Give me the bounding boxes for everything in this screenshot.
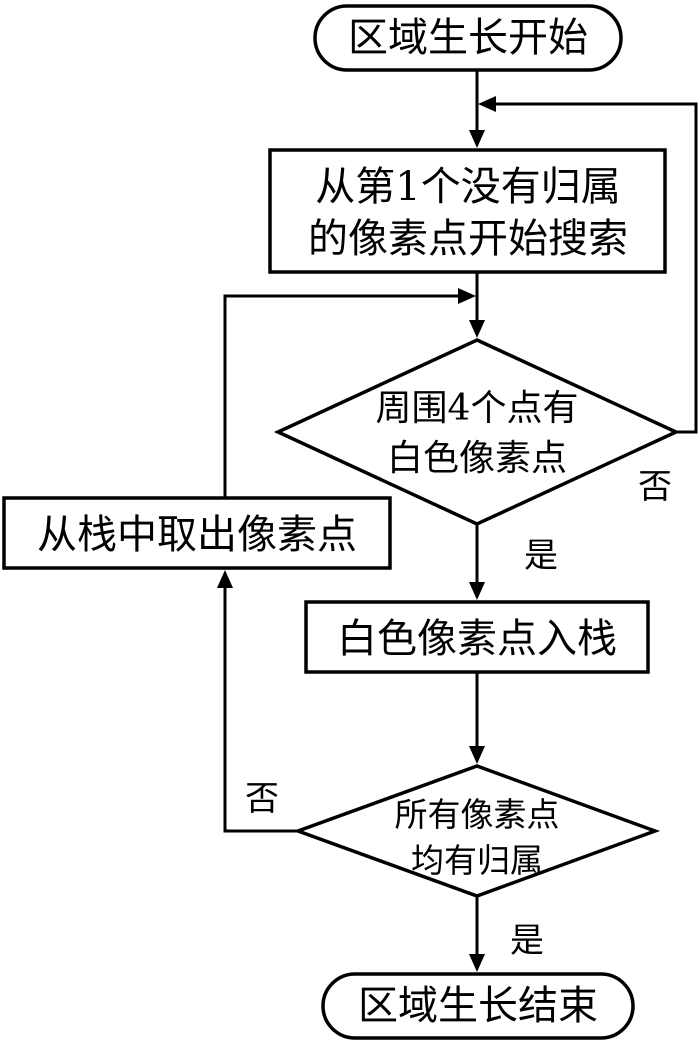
search-process-box: [268, 148, 667, 274]
arrowhead: [217, 570, 233, 588]
pop-process-box: [2, 496, 392, 570]
edge-pop-to-check4: [223, 294, 462, 498]
arrowhead: [458, 288, 476, 304]
search-label-line2: 的像素点开始搜索: [308, 216, 628, 262]
push-label: 白色像素点入栈: [337, 616, 617, 662]
end-terminator: [321, 972, 635, 1040]
arrowhead: [469, 954, 485, 972]
all-no-label: 否: [245, 779, 279, 819]
check4-yes-label: 是: [524, 536, 558, 576]
arrowhead: [469, 582, 485, 600]
check4-label-line2: 白色像素点: [387, 438, 567, 479]
all-label-line1: 所有像素点: [395, 795, 560, 834]
all-yes-label: 是: [510, 921, 544, 961]
arrowhead: [469, 320, 485, 338]
edge-check4-no-loop: [492, 102, 698, 434]
all-label-line2: 均有归属: [411, 841, 543, 880]
edge-all-no: [223, 584, 298, 833]
start-terminator: [313, 4, 623, 72]
search-label-line1: 从第1个没有归属: [315, 164, 620, 210]
check4-no-label: 否: [638, 467, 672, 507]
pop-label: 从栈中取出像素点: [37, 512, 357, 558]
check4-label-line1: 周围4个点有: [376, 388, 579, 429]
start-label: 区域生长开始: [348, 15, 588, 61]
arrowhead: [469, 130, 485, 148]
arrowhead: [469, 746, 485, 764]
end-label: 区域生长结束: [358, 983, 598, 1029]
arrowhead: [478, 96, 496, 112]
